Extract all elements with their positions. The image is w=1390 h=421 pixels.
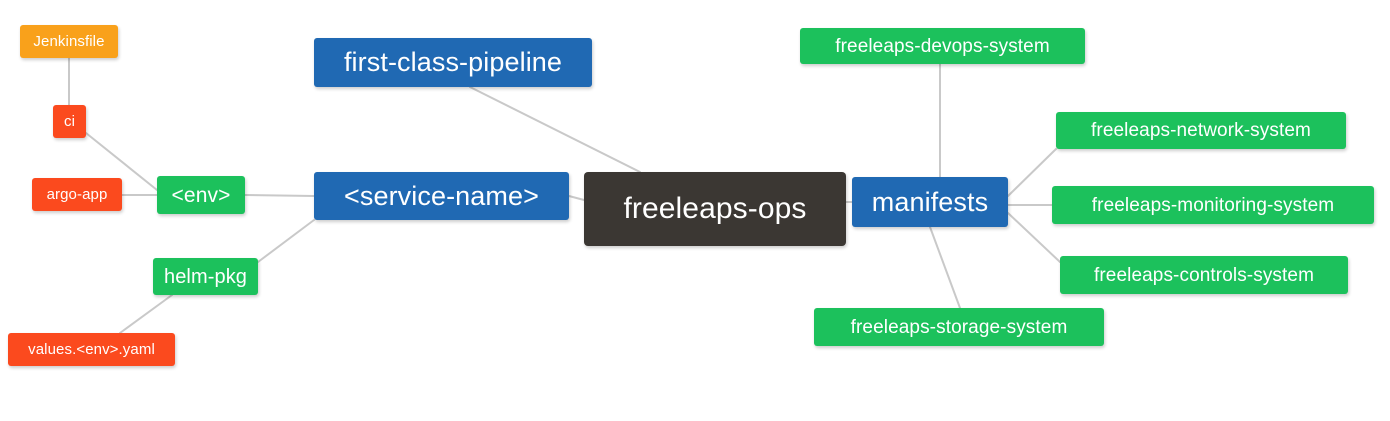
node-values-yaml[interactable]: values.<env>.yaml — [8, 333, 175, 366]
edge-manifests-to-freeleaps-network-system — [1007, 148, 1057, 197]
node-helm-pkg[interactable]: helm-pkg — [153, 258, 258, 295]
edge-first-class-pipeline-to-freeleaps-ops — [469, 86, 641, 173]
node-env[interactable]: <env> — [157, 176, 245, 214]
node-first-class-pipeline[interactable]: first-class-pipeline — [314, 38, 592, 87]
node-freeleaps-ops[interactable]: freeleaps-ops — [584, 172, 846, 246]
edge-helm-pkg-to-values-yaml — [119, 294, 173, 334]
edge-manifests-to-freeleaps-storage-system — [929, 226, 961, 309]
node-freeleaps-network-system[interactable]: freeleaps-network-system — [1056, 112, 1346, 149]
node-jenkinsfile[interactable]: Jenkinsfile — [20, 25, 118, 58]
node-service-name[interactable]: <service-name> — [314, 172, 569, 220]
edge-service-name-to-helm-pkg — [257, 219, 315, 263]
edge-env-to-service-name — [244, 194, 315, 197]
node-freeleaps-devops-system[interactable]: freeleaps-devops-system — [800, 28, 1085, 64]
node-ci[interactable]: ci — [53, 105, 86, 138]
node-freeleaps-controls-system[interactable]: freeleaps-controls-system — [1060, 256, 1348, 294]
node-freeleaps-storage-system[interactable]: freeleaps-storage-system — [814, 308, 1104, 346]
node-manifests[interactable]: manifests — [852, 177, 1008, 227]
node-argo-app[interactable]: argo-app — [32, 178, 122, 211]
edge-service-name-to-freeleaps-ops — [568, 195, 585, 201]
node-freeleaps-monitoring-system[interactable]: freeleaps-monitoring-system — [1052, 186, 1374, 224]
